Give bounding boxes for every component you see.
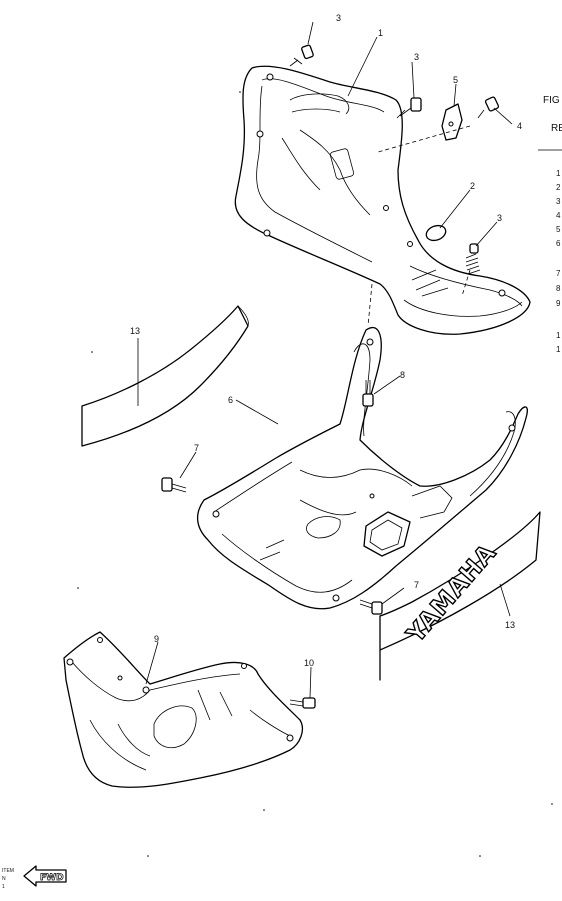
assembly-line <box>377 125 471 153</box>
spring-screw-part <box>465 243 481 275</box>
bolt-part-4 <box>477 96 500 119</box>
leader-lines <box>137 21 513 699</box>
screw-part-7-right <box>359 599 383 615</box>
callout-3-mid: 3 <box>497 213 502 223</box>
callout-4: 4 <box>517 121 522 131</box>
callout-13-left: 13 <box>130 326 140 336</box>
clip-part <box>441 103 463 141</box>
callout-5: 5 <box>453 75 458 85</box>
screw-part-top <box>289 44 314 67</box>
side-list-item: 8 <box>556 284 561 293</box>
grommet-part <box>425 224 447 242</box>
side-list-item: 1 <box>556 345 561 354</box>
callout-13-right: 13 <box>505 620 515 630</box>
callout-1: 1 <box>378 28 383 38</box>
callout-2: 2 <box>470 181 475 191</box>
side-list-item: 1 <box>556 331 561 340</box>
inner-leg-shield-part <box>234 65 531 335</box>
callout-labels: 1 2 3 3 3 4 5 6 7 7 8 9 10 13 13 <box>130 13 522 668</box>
side-list-item: 1 <box>556 169 561 178</box>
side-list-item: 3 <box>556 197 561 206</box>
svg-text:1: 1 <box>2 884 5 890</box>
side-list-item: 7 <box>556 269 561 278</box>
side-list-item: 2 <box>556 183 561 192</box>
side-list-item: 9 <box>556 299 561 308</box>
side-decal-left <box>81 305 249 447</box>
corner-reference-mark: ITEM N 1 <box>2 868 14 890</box>
assembly-line <box>461 269 471 297</box>
assembly-line <box>367 283 373 327</box>
forward-direction-arrow: FWD <box>23 865 67 887</box>
callout-3-right: 3 <box>414 52 419 62</box>
callout-3-top: 3 <box>336 13 341 23</box>
callout-10: 10 <box>304 658 314 668</box>
screw-part-right <box>396 97 422 119</box>
callout-6: 6 <box>228 395 233 405</box>
fig-header-text: FIG <box>543 95 560 106</box>
footboard-part <box>197 327 528 610</box>
callout-7-right: 7 <box>414 580 419 590</box>
side-number-list: 1 2 3 4 5 6 7 8 9 1 1 <box>556 169 561 354</box>
screw-part-10 <box>289 697 316 709</box>
callout-8: 8 <box>400 370 405 380</box>
callout-7-left: 7 <box>194 443 199 453</box>
callout-9: 9 <box>154 634 159 644</box>
screw-part-8 <box>362 380 374 407</box>
lower-cover-part <box>63 631 304 788</box>
fwd-label: FWD <box>40 873 64 883</box>
side-list-item: 5 <box>556 225 561 234</box>
side-list-item: 6 <box>556 239 561 248</box>
side-list-item: 4 <box>556 211 561 220</box>
svg-text:N: N <box>2 876 6 882</box>
scan-specks <box>77 91 553 857</box>
ref-header-text: RE <box>551 123 562 134</box>
screw-part-7-left <box>161 477 187 493</box>
svg-text:ITEM: ITEM <box>2 868 14 874</box>
